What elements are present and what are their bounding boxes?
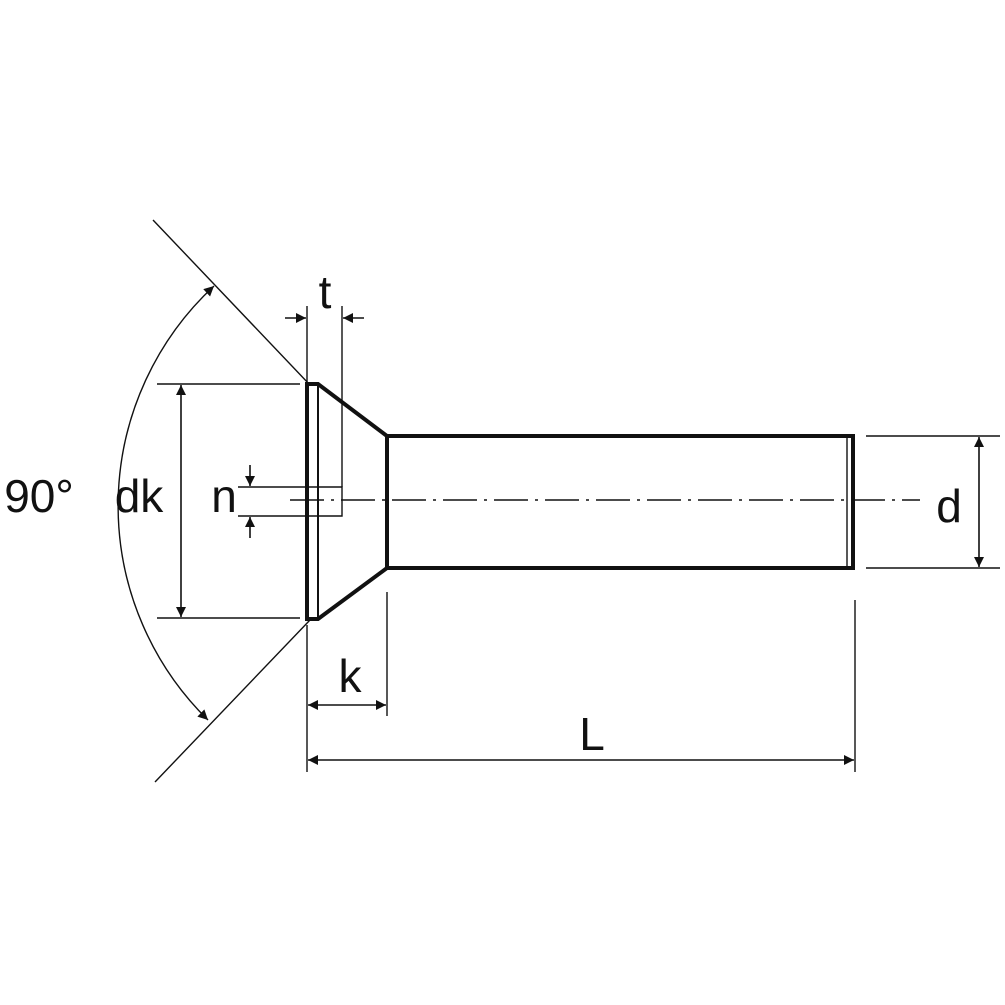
dk-label: dk [115, 470, 165, 522]
angle-leg-lower [154, 619, 311, 783]
dimension-L: L [308, 600, 856, 772]
screw-outline [305, 382, 855, 621]
dimension-d: d [866, 435, 1000, 569]
screw-shank [387, 434, 855, 570]
screw-slot [307, 486, 343, 517]
dimension-n: n [211, 465, 307, 538]
angle-label: 90° [4, 470, 74, 522]
t-label: t [319, 266, 332, 318]
n-label: n [211, 470, 237, 522]
d-label: d [936, 480, 962, 532]
dimension-k: k [306, 592, 388, 772]
dimension-dk: dk [115, 383, 300, 619]
L-label: L [579, 708, 605, 760]
dimension-t: t [285, 266, 364, 487]
k-label: k [339, 650, 363, 702]
countersink-angle-construction [117, 219, 311, 783]
angle-leg-upper [152, 219, 311, 386]
angle-arc [117, 285, 215, 721]
